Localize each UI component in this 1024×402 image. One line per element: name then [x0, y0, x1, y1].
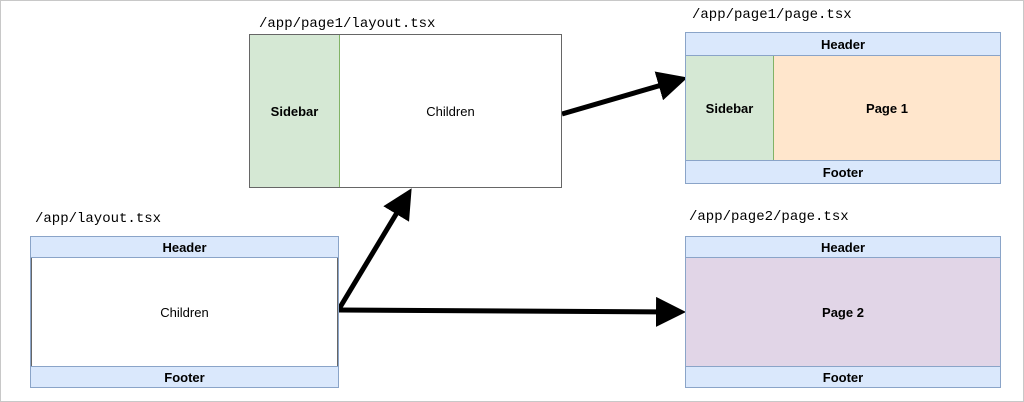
caption-page2-page: /app/page2/page.tsx: [689, 209, 849, 225]
node-page2-page[interactable]: Header Page 2 Footer: [685, 236, 1001, 388]
root-layout-body: Children: [31, 258, 338, 366]
page2-page-header: Header: [686, 237, 1000, 258]
page1-page-sidebar: Sidebar: [686, 56, 774, 160]
node-page1-page[interactable]: Header Sidebar Page 1 Footer: [685, 32, 1001, 184]
page1-page-header: Header: [686, 33, 1000, 56]
root-layout-footer: Footer: [31, 366, 338, 387]
page1-layout-sidebar: Sidebar: [250, 35, 340, 187]
arrow-root-layout-to-page1-layout: [336, 188, 412, 311]
arrow-root-layout-to-page2-page: [338, 296, 686, 327]
node-page1-layout[interactable]: Sidebar Children: [249, 34, 562, 188]
page2-page-footer: Footer: [686, 366, 1000, 387]
page1-page-content: Page 1: [774, 56, 1000, 160]
root-layout-header: Header: [31, 237, 338, 258]
node-root-layout[interactable]: Header Children Footer: [30, 236, 339, 388]
page1-page-footer: Footer: [686, 160, 1000, 183]
page1-layout-children: Children: [340, 35, 561, 187]
page2-page-content: Page 2: [686, 258, 1000, 366]
page2-page-body: Page 2: [686, 258, 1000, 366]
page1-page-body: Sidebar Page 1: [686, 56, 1000, 160]
root-layout-children: Children: [32, 258, 337, 366]
caption-page1-layout: /app/page1/layout.tsx: [259, 16, 436, 32]
caption-page1-page: /app/page1/page.tsx: [692, 7, 852, 23]
page1-layout-body: Sidebar Children: [250, 35, 561, 187]
arrow-page1-layout-to-page1-page: [561, 71, 688, 117]
caption-root-layout: /app/layout.tsx: [35, 211, 162, 227]
